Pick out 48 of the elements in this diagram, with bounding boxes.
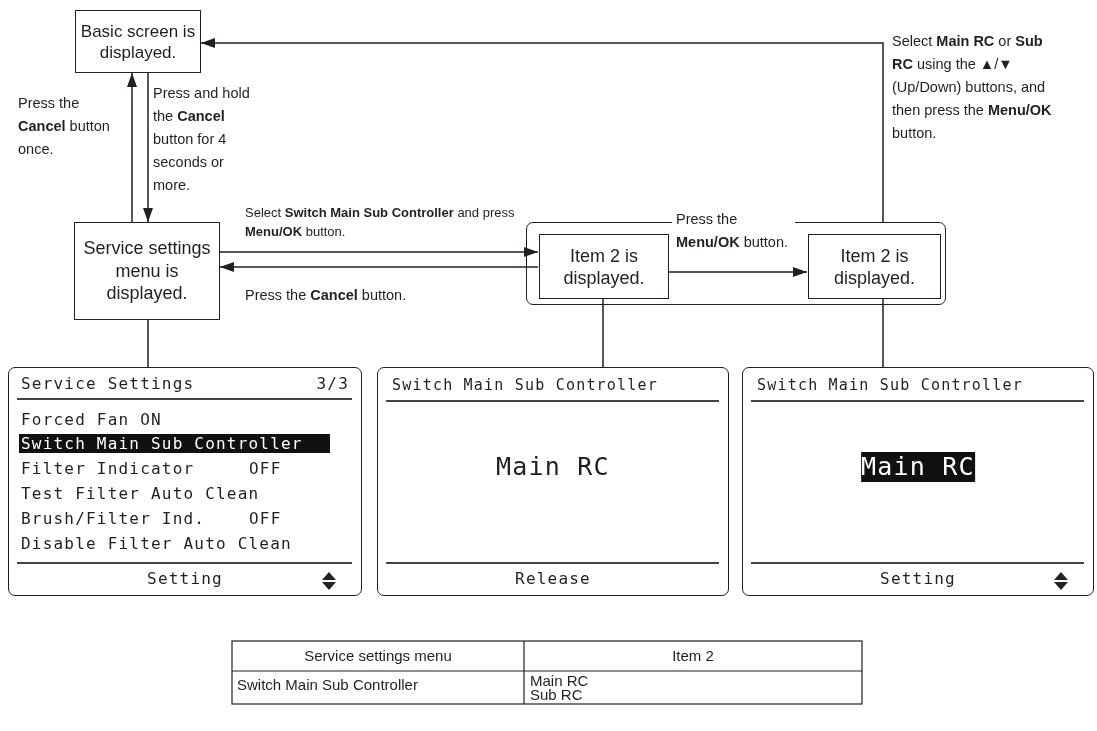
screen-text: OFF xyxy=(249,509,282,529)
process-box xyxy=(808,234,941,299)
table-cell-text: Switch Main Sub Controller xyxy=(237,676,418,693)
screen-text: 3/3 xyxy=(316,374,349,394)
screen-text: OFF xyxy=(249,459,282,479)
arrow xyxy=(143,72,153,223)
arrow xyxy=(200,38,884,223)
screen-title: Switch Main Sub Controller xyxy=(757,376,1023,394)
screen-text: Disable Filter Auto Clean xyxy=(21,534,292,554)
screen-text: Switch Main Sub Controller xyxy=(19,434,330,454)
screen-title: Service Settings xyxy=(21,374,195,394)
table-cell-text: Sub RC xyxy=(530,687,583,702)
edge-label: Select Main RC or Sub RC using the ▲/▼ (Up/Down) buttons, and then press the Menu/OK button. xyxy=(892,32,1053,143)
table-cell-text: Item 2 xyxy=(672,647,714,664)
box-label: Service settings menu is displayed. xyxy=(82,237,212,305)
screen-text: Main RC xyxy=(496,452,610,482)
lcd-screen xyxy=(377,367,729,596)
arrow xyxy=(667,267,808,277)
box-label: Basic screen is displayed. xyxy=(79,20,197,63)
edge-label: Press the Cancel button once. xyxy=(18,94,111,159)
process-box xyxy=(74,222,220,320)
box-label: Item 2 is displayed. xyxy=(562,244,646,289)
screen-text: Test Filter Auto Clean xyxy=(21,484,260,504)
edge-label: Press and hold the Cancel button for 4 seconds or more. xyxy=(153,84,251,195)
screen-text: Brush/Filter Ind. xyxy=(21,509,206,529)
table-cell-text: Service settings menu xyxy=(304,647,452,664)
arrow xyxy=(219,262,539,272)
edge-label: Select Switch Main Sub Controller and press Menu/OK button. xyxy=(245,204,516,241)
screen-text: Filter Indicator xyxy=(21,459,195,479)
edge-label: Press the Cancel button. xyxy=(245,286,408,305)
process-box xyxy=(539,234,669,299)
leader-line xyxy=(147,319,149,368)
leader-line xyxy=(602,297,604,368)
process-box xyxy=(75,10,201,73)
leader-line xyxy=(882,297,884,368)
table-cell-text: Main RC xyxy=(530,673,589,688)
group-frame xyxy=(526,222,946,305)
screen-text: Setting xyxy=(147,569,223,589)
screen-text: Forced Fan ON xyxy=(21,410,162,430)
screen-text: Setting xyxy=(880,569,956,589)
screen-text: Main RC xyxy=(861,452,975,482)
screen-title: Switch Main Sub Controller xyxy=(392,376,658,394)
arrow xyxy=(127,72,137,223)
lcd-screen xyxy=(8,367,362,596)
box-label: Item 2 is displayed. xyxy=(832,244,917,289)
screen-text: Release xyxy=(515,569,591,589)
arrow xyxy=(219,247,539,257)
lcd-screen xyxy=(742,367,1094,596)
